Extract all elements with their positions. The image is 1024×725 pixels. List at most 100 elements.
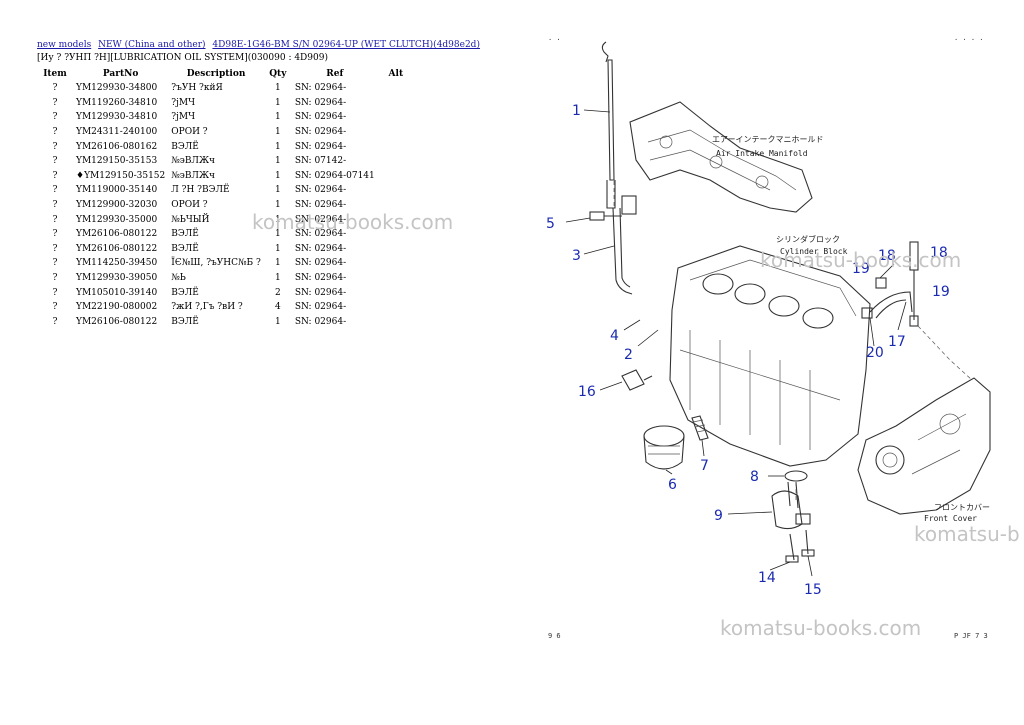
cell-qty: 4: [274, 302, 281, 313]
cell-description: №эВЛЖч: [171, 156, 216, 167]
cylinder-block-part: [669, 245, 871, 467]
cell-alt: [378, 242, 414, 257]
column-header-ref: Ref: [326, 68, 344, 79]
cell-alt: [378, 81, 414, 96]
cell-item: ?: [52, 112, 58, 123]
cell-alt: [378, 300, 414, 315]
cell-partno: YM26106-080122: [76, 243, 158, 254]
cell-description: ?jМЧ: [171, 112, 196, 123]
oil-pipe-part: [861, 241, 919, 327]
cell-partno: YM129930-34810: [76, 112, 158, 123]
cell-description: ВЭЛЁ: [171, 141, 199, 152]
callout-1: 1: [572, 103, 581, 119]
cell-alt: [378, 139, 414, 154]
column-header-partno: PartNo: [102, 68, 139, 79]
cell-alt: [378, 110, 414, 125]
column-header-alt: Alt: [388, 68, 404, 79]
cell-description: ВЭЛЁ: [171, 316, 199, 327]
cell-partno: YM129930-39050: [76, 273, 158, 284]
cell-item: ?: [52, 316, 58, 327]
cell-alt: [378, 256, 414, 271]
breadcrumb-link-region[interactable]: NEW (China and other): [98, 40, 206, 50]
cell-description: №эВЛЖч: [171, 170, 216, 181]
cell-ref: SN: 02964-: [294, 185, 347, 196]
o-ring-part: [784, 470, 808, 482]
front-cover-label-jp: フロントカバー: [934, 503, 990, 512]
cell-ref: SN: 02964-: [294, 112, 347, 123]
callout-15: 15: [804, 582, 822, 598]
column-header-description: Description: [186, 68, 246, 79]
breadcrumb-link-new-models[interactable]: new models: [37, 40, 92, 50]
page-title: [Иу ? ?УНП ?Н][LUBRICATION OIL SYSTEM](0…: [37, 53, 328, 63]
cell-item: ?: [52, 127, 58, 138]
cell-description: ОРОИ ?: [171, 200, 208, 211]
cell-qty: 1: [274, 83, 281, 94]
callout-19b: 19: [932, 284, 950, 300]
cell-item: ?: [52, 97, 58, 108]
cell-ref: SN: 02964-: [294, 141, 347, 152]
callout-8: 8: [750, 469, 759, 485]
cell-partno: YM105010-39140: [76, 287, 158, 298]
cell-partno: YM119000-35140: [76, 185, 158, 196]
cell-ref: SN: 02964-: [294, 200, 347, 211]
cell-ref: SN: 02964-: [294, 127, 347, 138]
cell-item: ?: [52, 302, 58, 313]
cell-alt: [378, 96, 414, 111]
air-intake-manifold-part: [629, 101, 813, 213]
cell-qty: 1: [274, 243, 281, 254]
cell-description: ВЭЛЁ: [171, 287, 199, 298]
guide-tube-part: [612, 207, 633, 295]
breadcrumb-link-model[interactable]: 4D98E-1G46-BM S/N 02964-UP (WET CLUTCH)(…: [212, 40, 480, 50]
cell-ref: SN: 02964-: [294, 83, 347, 94]
cell-ref: SN: 02964-: [294, 97, 347, 108]
callout-19a: 19: [852, 261, 870, 277]
callout-18a: 18: [878, 248, 896, 264]
table-header-row: Item PartNo Description Qty Ref Alt: [37, 66, 414, 81]
cell-description: ?ъУН ?кйЯ: [171, 83, 223, 94]
page-number-right: P JF 7 3: [954, 632, 988, 640]
cell-description: ?jМЧ: [171, 97, 196, 108]
cell-item: ?: [52, 273, 58, 284]
cell-description: ВЭЛЁ: [171, 229, 199, 240]
watermark-edge: komatsu-b: [914, 522, 1020, 546]
cell-qty: 1: [274, 273, 281, 284]
air-intake-label-en: Air Intake Manifold: [716, 149, 808, 158]
cell-ref: SN: 02964-: [294, 273, 347, 284]
cell-description: №ЬЧЫЙ: [171, 214, 210, 225]
cell-partno: YM26106-080122: [76, 229, 158, 240]
callout-18b: 18: [930, 245, 948, 261]
cell-qty: 2: [274, 287, 281, 298]
bracket-bolt-part: [589, 195, 637, 221]
cell-item: ?: [52, 156, 58, 167]
cell-item: ?: [52, 185, 58, 196]
callout-4: 4: [610, 328, 619, 344]
callout-9: 9: [714, 508, 723, 524]
callout-7: 7: [700, 458, 709, 474]
oil-filter-part: [643, 425, 685, 470]
parts-table: Item PartNo Description Qty Ref Alt ?YM1…: [37, 66, 414, 329]
cell-ref: SN: 02964-: [294, 214, 347, 225]
cell-description: №Ь: [171, 273, 186, 284]
cell-ref: SN: 02964-: [294, 243, 347, 254]
cell-alt: [378, 271, 414, 286]
cell-partno: ♦YM129150-35152: [76, 170, 166, 181]
page-number-left: 9 6: [548, 632, 561, 640]
cell-alt: [378, 315, 414, 330]
cell-item: ?: [52, 214, 58, 225]
cell-description: ЇЄ№Ш, ?ъУНС№Б ?: [171, 258, 261, 269]
watermark-right: komatsu-books.com: [760, 248, 962, 272]
cell-alt: [378, 285, 414, 300]
callout-5: 5: [546, 216, 555, 232]
cylinder-block-label-en: Cylinder Block: [780, 247, 848, 256]
cell-description: Л ?Н ?ВЭЛЁ: [171, 185, 230, 196]
cell-partno: YM129930-35000: [76, 214, 158, 225]
bolt-14-part: [785, 533, 799, 563]
front-cover-label-en: Front Cover: [924, 514, 977, 523]
pressure-sensor-part: [621, 369, 653, 391]
